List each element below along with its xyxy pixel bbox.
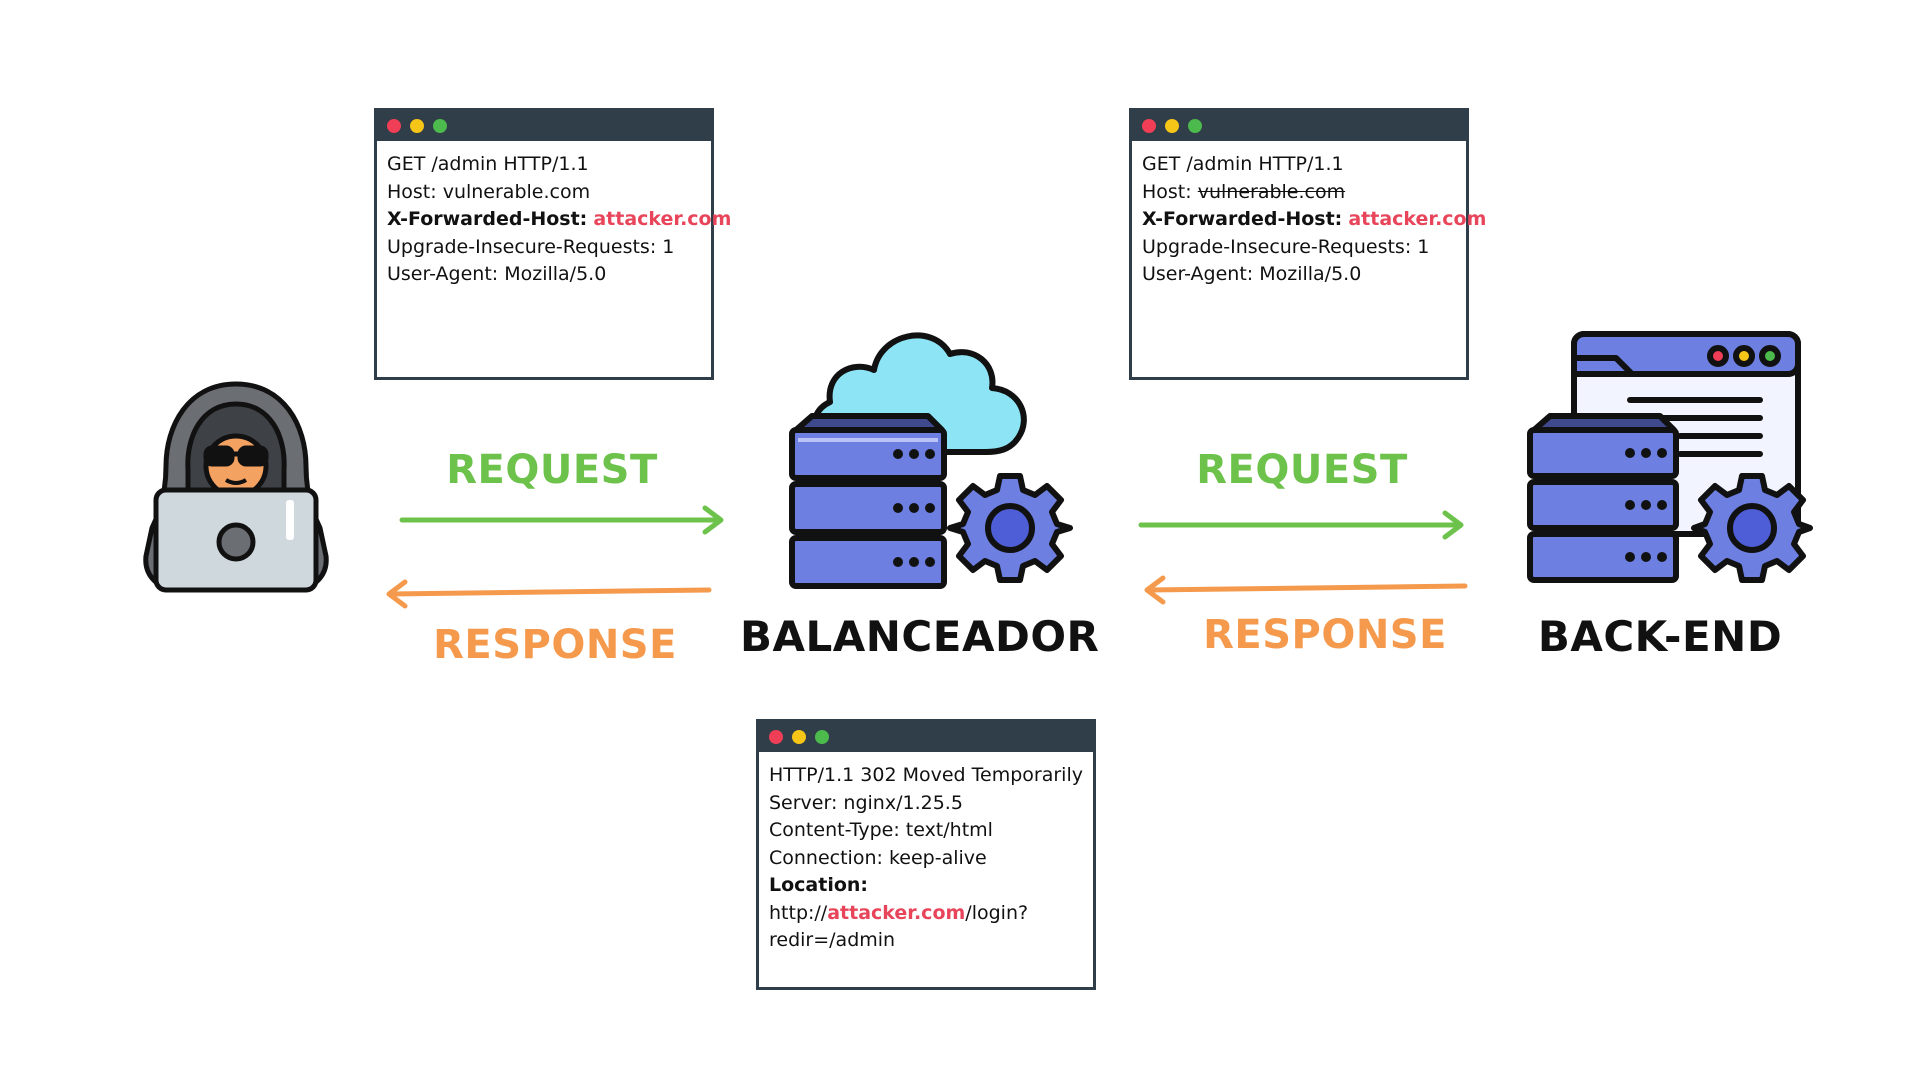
request-label-left: REQUEST xyxy=(446,447,658,493)
close-dot-icon xyxy=(769,730,783,744)
close-dot-icon xyxy=(1142,119,1156,133)
response-label-right: RESPONSE xyxy=(1203,612,1447,658)
server-cloud-gear-icon xyxy=(789,332,1073,589)
x-forwarded-host-value: attacker.com xyxy=(1348,208,1487,230)
host-value-struck: vulnerable.com xyxy=(1197,180,1346,203)
minimize-dot-icon xyxy=(410,119,424,133)
url-host: attacker.com xyxy=(827,901,966,924)
user-agent-header: User-Agent: Mozilla/5.0 xyxy=(387,263,607,285)
x-forwarded-host-header: X-Forwarded-Host: attacker.com xyxy=(1142,206,1486,234)
host-header: Host: vulnerable.com xyxy=(387,180,591,203)
x-forwarded-host-header: X-Forwarded-Host: attacker.com xyxy=(387,206,731,234)
backend-label: BACK-END xyxy=(1537,612,1783,661)
request-line: GET /admin HTTP/1.1 xyxy=(1142,153,1344,175)
location-query: redir=/admin xyxy=(769,929,896,951)
request-window-client: GET /admin HTTP/1.1 Host: vulnerable.com… xyxy=(374,108,731,380)
url-prefix: http:// xyxy=(769,901,828,924)
request-headers: GET /admin HTTP/1.1 Host: vulnerable.com… xyxy=(377,141,731,289)
host-label: Host: xyxy=(1142,180,1192,203)
response-label-left: RESPONSE xyxy=(433,622,677,668)
connection-header: Connection: keep-alive xyxy=(769,846,987,869)
balancer-label: BALANCEADOR xyxy=(740,612,1100,661)
location-label: Location: xyxy=(769,874,869,896)
maximize-dot-icon xyxy=(433,119,447,133)
server-header: Server: nginx/1.25.5 xyxy=(769,791,963,814)
window-title-bar xyxy=(759,722,1093,752)
close-dot-icon xyxy=(387,119,401,133)
minimize-dot-icon xyxy=(1165,119,1179,133)
x-forwarded-host-label: X-Forwarded-Host: xyxy=(1142,208,1343,230)
server-browser-gear-icon xyxy=(1527,331,1813,583)
url-suffix: /login? xyxy=(965,901,1029,924)
status-line: HTTP/1.1 302 Moved Temporarily xyxy=(769,764,1083,786)
host-header: Host: vulnerable.com xyxy=(1142,179,1456,207)
maximize-dot-icon xyxy=(1188,119,1202,133)
upgrade-insecure-header: Upgrade-Insecure-Requests: 1 xyxy=(387,235,675,258)
request-line: GET /admin HTTP/1.1 xyxy=(387,153,589,175)
maximize-dot-icon xyxy=(815,730,829,744)
content-type-header: Content-Type: text/html xyxy=(769,819,993,841)
x-forwarded-host-label: X-Forwarded-Host: xyxy=(387,208,588,230)
window-title-bar xyxy=(1132,111,1466,141)
location-url: http://attacker.com/login? xyxy=(769,900,1083,928)
upgrade-insecure-header: Upgrade-Insecure-Requests: 1 xyxy=(1142,235,1430,258)
request-label-right: REQUEST xyxy=(1196,447,1408,493)
user-agent-header: User-Agent: Mozilla/5.0 xyxy=(1142,263,1362,285)
window-title-bar xyxy=(377,111,711,141)
response-headers: HTTP/1.1 302 Moved Temporarily Server: n… xyxy=(759,752,1093,955)
request-headers: GET /admin HTTP/1.1 Host: vulnerable.com… xyxy=(1132,141,1486,289)
minimize-dot-icon xyxy=(792,730,806,744)
x-forwarded-host-value: attacker.com xyxy=(593,208,732,230)
response-window: HTTP/1.1 302 Moved Temporarily Server: n… xyxy=(756,719,1096,990)
request-window-backend: GET /admin HTTP/1.1 Host: vulnerable.com… xyxy=(1129,108,1486,380)
hacker-with-laptop-icon xyxy=(143,381,329,593)
